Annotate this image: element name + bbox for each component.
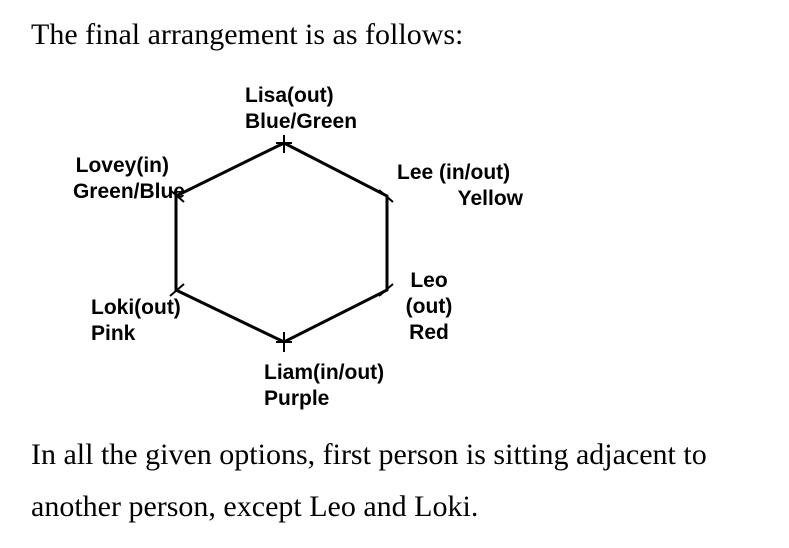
person-state: (out) bbox=[405, 295, 453, 318]
seat-tick-lee bbox=[378, 189, 394, 203]
person-name: Leo bbox=[410, 269, 448, 292]
conclusion-line-1: In all the given options, first person i… bbox=[31, 438, 707, 471]
seat-label-lovey: Lovey(in) Green/Blue bbox=[33, 153, 185, 205]
person-color: Green/Blue bbox=[72, 180, 185, 203]
seat-label-liam: Liam(in/out) Purple bbox=[264, 360, 384, 412]
person-color: Purple bbox=[264, 387, 330, 410]
person-name: Liam(in/out) bbox=[264, 361, 385, 384]
seat-tick-lovey bbox=[169, 189, 185, 203]
seat-label-leo: Leo (out) Red bbox=[398, 268, 460, 346]
hexagon-table bbox=[174, 141, 389, 344]
person-color: Blue/Green bbox=[245, 110, 358, 133]
conclusion-line-2: another person, except Leo and Loki. bbox=[31, 490, 479, 523]
person-color: Yellow bbox=[457, 187, 523, 210]
page-heading: The final arrangement is as follows: bbox=[31, 18, 464, 51]
person-name: Lisa(out) bbox=[245, 84, 334, 107]
person-name: Loki(out) bbox=[91, 296, 181, 319]
seat-tick-loki bbox=[169, 283, 185, 297]
person-color: Red bbox=[409, 321, 449, 344]
person-name: Lee (in/out) bbox=[397, 161, 511, 184]
seat-tick-leo bbox=[378, 283, 394, 297]
person-name: Lovey(in) bbox=[75, 154, 169, 177]
seat-label-lisa: Lisa(out) Blue/Green bbox=[245, 83, 357, 135]
seat-label-loki: Loki(out) Pink bbox=[91, 295, 181, 347]
seat-label-lee: Lee (in/out) Yellow bbox=[397, 160, 523, 212]
person-color: Pink bbox=[91, 322, 136, 345]
